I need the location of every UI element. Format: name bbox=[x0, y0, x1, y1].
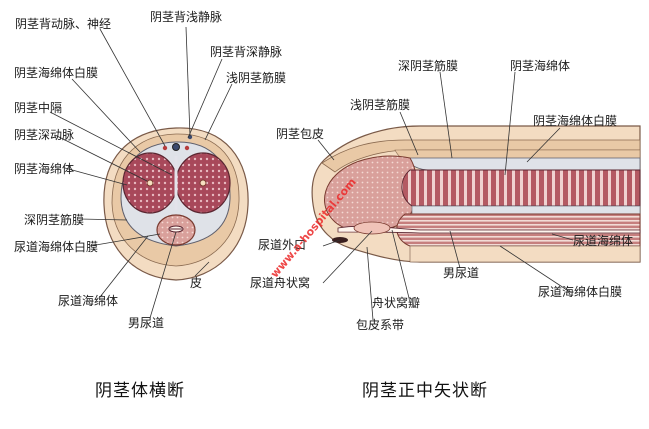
label-sag-tunica-albuginea-cs: 尿道海绵体白膜 bbox=[538, 285, 623, 299]
cross-dorsal-vein bbox=[172, 143, 180, 151]
sag-albuginea-lower bbox=[411, 205, 641, 215]
label-cross-deep-fascia: 深阴茎筋膜 bbox=[24, 213, 85, 227]
label-deep-dorsal-vein: 阴茎背深静脉 bbox=[210, 45, 283, 59]
label-cross-corpus-spongiosum: 尿道海绵体 bbox=[58, 294, 119, 308]
label-deep-artery: 阴茎深动脉 bbox=[14, 128, 75, 142]
label-navicular-fossa: 尿道舟状窝 bbox=[250, 276, 311, 290]
label-cross-superficial-fascia: 浅阴茎筋膜 bbox=[226, 71, 287, 85]
label-prepuce: 阴茎包皮 bbox=[276, 127, 325, 141]
cross-deep-artery-left bbox=[146, 179, 154, 187]
label-cross-urethra: 男尿道 bbox=[128, 316, 165, 330]
label-sag-corpus-spongiosum: 尿道海绵体 bbox=[573, 234, 634, 248]
label-cross-tunica-albuginea-cc: 阴茎海绵体白膜 bbox=[14, 66, 99, 80]
label-sag-tunica-albuginea-cc: 阴茎海绵体白膜 bbox=[533, 114, 618, 128]
sag-corpus-cavernosum bbox=[401, 169, 641, 207]
sag-albuginea bbox=[404, 157, 641, 171]
sag-prepuce bbox=[321, 139, 641, 173]
label-skin: 皮 bbox=[190, 276, 203, 290]
label-sag-corpus-cavernosum: 阴茎海绵体 bbox=[510, 59, 571, 73]
sag-navicular-fossa bbox=[353, 221, 391, 235]
sagittal-section-drawing bbox=[311, 125, 641, 263]
cross-dorsal-artery-left bbox=[162, 145, 168, 151]
label-external-orifice: 尿道外口 bbox=[258, 238, 307, 252]
cross-deep-artery-right bbox=[199, 179, 207, 187]
sag-lower-skin bbox=[409, 245, 641, 263]
cross-section-drawing bbox=[103, 127, 249, 281]
caption-cross-section: 阴茎体横断 bbox=[95, 381, 185, 401]
label-navicular-valve: 舟状窝瓣 bbox=[372, 296, 421, 310]
label-dorsal-artery-nerve: 阴茎背动脉、神经 bbox=[15, 17, 112, 31]
label-superficial-dorsal-vein: 阴茎背浅静脉 bbox=[150, 10, 223, 24]
label-sag-urethra: 男尿道 bbox=[443, 266, 480, 280]
caption-sagittal-section: 阴茎正中矢状断 bbox=[362, 381, 488, 401]
cross-dorsal-artery-right bbox=[184, 145, 190, 151]
label-septum: 阴茎中隔 bbox=[14, 101, 63, 115]
sagittal-leader-lines bbox=[317, 71, 574, 321]
label-cross-corpus-cavernosum: 阴茎海绵体 bbox=[14, 162, 75, 176]
label-frenulum: 包皮系带 bbox=[356, 318, 405, 332]
label-cross-tunica-albuginea-cs: 尿道海绵体白膜 bbox=[14, 240, 99, 254]
label-sag-superficial-fascia: 浅阴茎筋膜 bbox=[350, 98, 411, 112]
cross-section-leader-lines bbox=[49, 26, 233, 319]
label-sag-deep-fascia: 深阴茎筋膜 bbox=[398, 59, 459, 73]
